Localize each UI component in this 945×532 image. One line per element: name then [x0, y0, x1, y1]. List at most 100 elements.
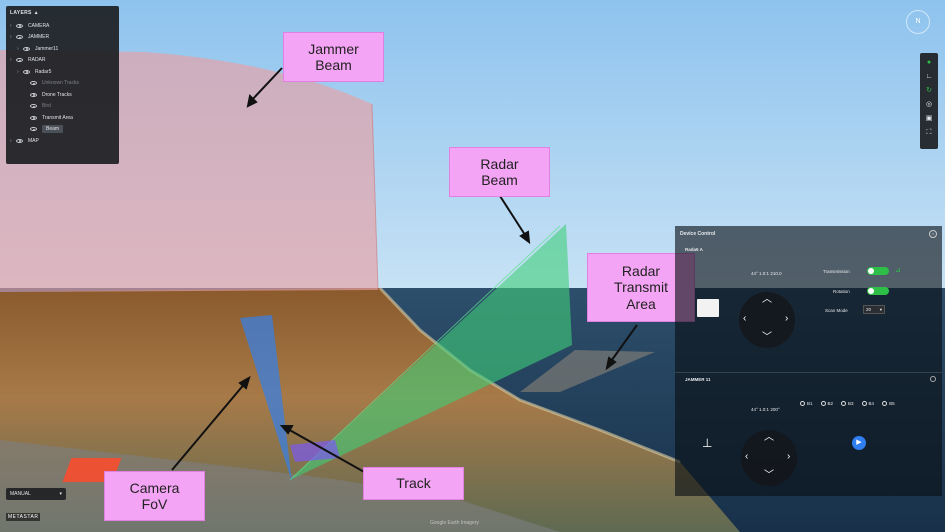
- layer-item[interactable]: ›RADAR: [10, 55, 115, 67]
- band-label: B5: [889, 401, 895, 406]
- layers-header[interactable]: LAYERS ▲: [10, 10, 115, 16]
- radio-icon[interactable]: [800, 401, 805, 407]
- arrow-down-icon[interactable]: ﹀: [764, 470, 774, 481]
- eye-icon[interactable]: [16, 58, 23, 63]
- layer-label: Drone Tracks: [42, 91, 72, 98]
- layer-label: Radar5: [35, 68, 52, 75]
- layer-item[interactable]: Unknown Tracks: [10, 78, 115, 90]
- layer-item[interactable]: Beam: [10, 124, 115, 136]
- eye-icon[interactable]: [30, 127, 37, 132]
- brand-logo: METASTAR: [6, 513, 41, 521]
- chevron-right-icon[interactable]: ›: [17, 45, 19, 52]
- layer-item[interactable]: Bird: [10, 101, 115, 113]
- eye-icon[interactable]: [30, 115, 37, 120]
- radar-angle-readout: 44° 1.0:1 210.0: [751, 271, 782, 276]
- map-toolbar: ● ∟ ↻ ◎ ▣ ⛶: [920, 53, 938, 149]
- eye-icon[interactable]: [30, 81, 37, 86]
- rotation-toggle[interactable]: [867, 287, 889, 295]
- band-radio[interactable]: B5: [882, 401, 895, 407]
- radio-icon[interactable]: [861, 401, 867, 407]
- layer-label: Unknown Tracks: [42, 80, 79, 87]
- signal-icon: ⊿: [895, 267, 901, 274]
- layer-item[interactable]: › Jammer11: [10, 43, 115, 55]
- eye-icon[interactable]: [23, 46, 30, 51]
- callout-camera-fov: Camera FoV: [104, 471, 205, 521]
- scan-mode-value: 20: [866, 307, 872, 312]
- radio-icon[interactable]: [882, 401, 888, 407]
- device-control-title: Device Control: [680, 231, 716, 237]
- scan-mode-label: Scan Mode: [825, 308, 848, 313]
- band-radio[interactable]: B3: [841, 401, 854, 407]
- jammer-angle-readout: 44° 1.0:1 200°: [751, 407, 780, 412]
- callout-track: Track: [363, 467, 464, 500]
- band-label: B2: [827, 401, 834, 406]
- arrow-up-icon[interactable]: ︿: [762, 294, 772, 305]
- arrow-down-icon[interactable]: ﹀: [762, 332, 772, 343]
- radar-direction-pad[interactable]: ︿ ﹀ ‹ ›: [739, 292, 795, 348]
- chevron-right-icon[interactable]: ›: [10, 34, 12, 41]
- layer-item[interactable]: › Radar5: [10, 66, 115, 78]
- layer-label: Jammer11: [35, 45, 59, 52]
- grid-icon[interactable]: ▣: [925, 115, 933, 122]
- scan-mode-select[interactable]: 20 ▾: [863, 305, 885, 314]
- compass-icon[interactable]: N: [906, 10, 930, 34]
- jammer-settings-icon[interactable]: [930, 376, 936, 382]
- chevron-right-icon[interactable]: ›: [10, 22, 12, 29]
- band-radio[interactable]: B4: [861, 401, 874, 407]
- jammer-direction-pad[interactable]: ︿ ﹀ ‹ ›: [741, 430, 797, 486]
- layers-panel: LAYERS ▲ ›CAMERA›JAMMER›Jammer11›RADAR›R…: [6, 6, 119, 164]
- arrow-right-icon[interactable]: ›: [787, 451, 791, 462]
- rotation-label: Rotation: [833, 289, 850, 294]
- eye-icon[interactable]: [23, 69, 30, 74]
- ruler-icon[interactable]: ∟: [925, 73, 933, 80]
- target-icon[interactable]: ◎: [925, 101, 933, 108]
- antenna-icon: ⊥: [702, 436, 713, 450]
- eye-icon[interactable]: [30, 104, 37, 109]
- play-icon[interactable]: ▶: [852, 436, 866, 450]
- layer-label: Bird: [42, 103, 51, 110]
- callout-radar-beam: Radar Beam: [449, 147, 550, 197]
- camera-fov-volume: [240, 315, 292, 482]
- layer-label: CAMERA: [28, 22, 50, 29]
- chevron-down-icon: ▾: [59, 491, 62, 497]
- fullscreen-icon[interactable]: ⛶: [926, 129, 932, 136]
- location-pin-icon[interactable]: ●: [926, 59, 932, 66]
- close-icon[interactable]: ×: [929, 230, 937, 238]
- mode-select-value: MANUAL: [10, 491, 31, 497]
- layer-item[interactable]: › CAMERA: [10, 20, 115, 32]
- refresh-icon[interactable]: ↻: [926, 87, 932, 94]
- eye-icon[interactable]: [16, 35, 23, 40]
- radio-icon[interactable]: [820, 401, 826, 407]
- arrow-right-icon[interactable]: ›: [785, 313, 789, 324]
- jammer-device-name: JAMMER 11: [685, 377, 711, 382]
- layer-item[interactable]: Drone Tracks: [10, 89, 115, 101]
- layers-title: LAYERS: [10, 10, 32, 16]
- mode-select[interactable]: MANUAL ▾: [6, 488, 66, 500]
- layer-label: Transmit Area: [42, 114, 73, 121]
- band-radio[interactable]: B1: [800, 401, 813, 407]
- transmission-label: Transmission: [823, 269, 850, 274]
- radar-beam-volume: [290, 224, 572, 480]
- layer-item[interactable]: ›JAMMER: [10, 32, 115, 44]
- arrow-up-icon[interactable]: ︿: [764, 432, 774, 443]
- radar-device-name: Rada5 A: [685, 247, 703, 252]
- track-marker: [290, 440, 340, 462]
- radio-icon[interactable]: [841, 401, 847, 407]
- eye-icon[interactable]: [16, 23, 23, 28]
- arrow-left-icon[interactable]: ‹: [745, 451, 749, 462]
- arrow-left-icon[interactable]: ‹: [743, 313, 747, 324]
- chevron-right-icon[interactable]: ›: [10, 57, 12, 64]
- chevron-right-icon[interactable]: ›: [17, 68, 19, 75]
- chevron-right-icon[interactable]: ›: [10, 137, 12, 144]
- layer-item[interactable]: ›MAP: [10, 135, 115, 147]
- eye-icon[interactable]: [30, 92, 37, 97]
- transmission-toggle[interactable]: [867, 267, 889, 275]
- layer-label: Beam: [42, 125, 64, 134]
- panel-divider: [675, 372, 942, 373]
- eye-icon[interactable]: [16, 138, 23, 143]
- imagery-credit: Google Earth Imagery: [430, 520, 479, 526]
- chevron-up-icon: ▲: [33, 10, 39, 16]
- layer-item[interactable]: Transmit Area: [10, 112, 115, 124]
- band-radio[interactable]: B2: [820, 401, 834, 407]
